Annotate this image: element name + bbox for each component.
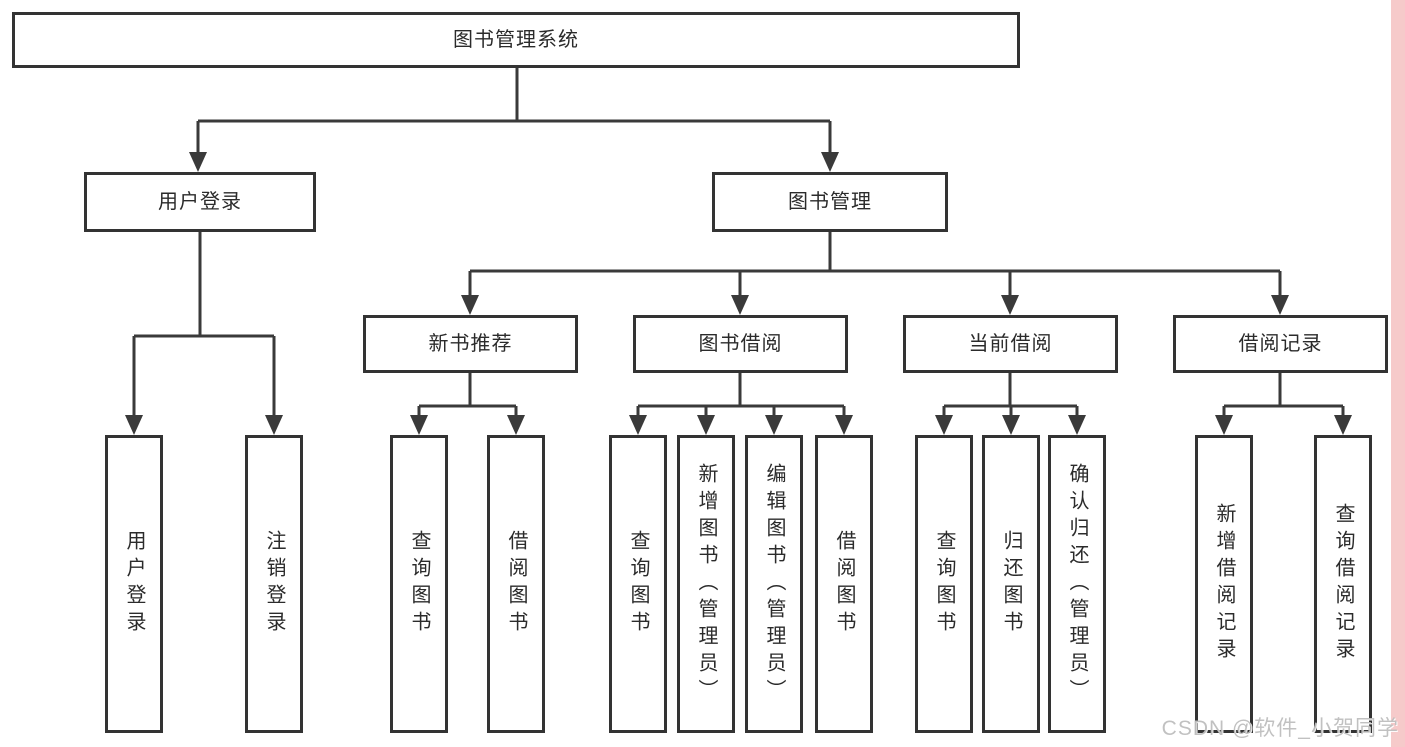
node-current-borrowing: 当前借阅 <box>903 315 1118 373</box>
watermark: CSDN @软件_小贺同学 <box>1161 717 1399 740</box>
right-edge-accent-strip <box>1391 0 1405 747</box>
arrowhead-icon <box>697 415 715 435</box>
arrowhead-icon <box>410 415 428 435</box>
leaf-return-books: 归还图书 <box>982 435 1040 733</box>
leaf-query-books-current: 查询图书 <box>915 435 973 733</box>
node-book-borrowing: 图书借阅 <box>633 315 848 373</box>
arrowhead-icon <box>835 415 853 435</box>
connector-borrow-records-children <box>1215 373 1352 435</box>
arrowhead-icon <box>1215 415 1233 435</box>
leaf-add-borrow-record: 新增借阅记录 <box>1195 435 1253 733</box>
arrowhead-icon <box>1068 415 1086 435</box>
arrowhead-icon <box>629 415 647 435</box>
node-new-book-recommend: 新书推荐 <box>363 315 578 373</box>
leaf-borrow-books: 借阅图书 <box>815 435 873 733</box>
arrowhead-icon <box>1001 295 1019 315</box>
arrowhead-icon <box>731 295 749 315</box>
arrowhead-icon <box>265 415 283 435</box>
arrowhead-icon <box>507 415 525 435</box>
leaf-add-books-admin: 新增图书（管理员） <box>677 435 735 733</box>
connector-book-mgmt-children <box>461 232 1289 315</box>
connector-new-book-children <box>410 373 525 435</box>
arrowhead-icon <box>1334 415 1352 435</box>
leaf-confirm-return-admin: 确认归还（管理员） <box>1048 435 1106 733</box>
node-root: 图书管理系统 <box>12 12 1020 68</box>
arrowhead-icon <box>935 415 953 435</box>
arrowhead-icon <box>765 415 783 435</box>
arrowhead-icon <box>821 152 839 172</box>
connector-user-login-children <box>125 232 283 435</box>
leaf-logout: 注销登录 <box>245 435 303 733</box>
leaf-query-books-borrow: 查询图书 <box>609 435 667 733</box>
arrowhead-icon <box>189 152 207 172</box>
leaf-query-borrow-record: 查询借阅记录 <box>1314 435 1372 733</box>
connector-book-borrow-children <box>629 373 853 435</box>
leaf-borrow-books-recommend: 借阅图书 <box>487 435 545 733</box>
leaf-query-books-recommend: 查询图书 <box>390 435 448 733</box>
arrowhead-icon <box>1002 415 1020 435</box>
arrowhead-icon <box>1271 295 1289 315</box>
arrowhead-icon <box>125 415 143 435</box>
node-book-management: 图书管理 <box>712 172 948 232</box>
leaf-edit-books-admin: 编辑图书（管理员） <box>745 435 803 733</box>
node-user-login: 用户登录 <box>84 172 316 232</box>
node-borrowing-records: 借阅记录 <box>1173 315 1388 373</box>
connector-current-borrow-children <box>935 373 1086 435</box>
leaf-user-login: 用户登录 <box>105 435 163 733</box>
arrowhead-icon <box>461 295 479 315</box>
connector-root-to-level2 <box>189 68 839 172</box>
